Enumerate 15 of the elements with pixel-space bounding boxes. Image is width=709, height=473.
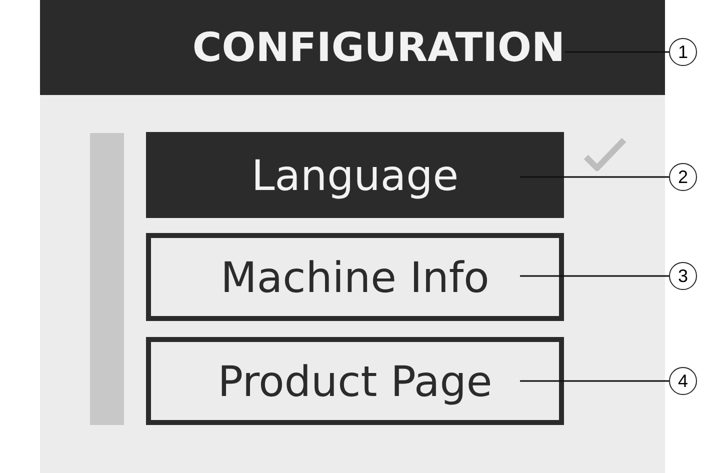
callout-number: 4 — [669, 367, 697, 395]
menu-item-selected — [146, 132, 564, 218]
leader-line — [520, 176, 669, 178]
leader-line — [520, 275, 669, 277]
screen-title: CONFIGURATION — [192, 24, 565, 70]
callout-number: 3 — [669, 262, 697, 290]
menu-label: Product Page — [218, 356, 492, 406]
leader-line — [520, 380, 669, 382]
menu-item — [146, 337, 564, 425]
menu-item — [146, 233, 564, 321]
title-bar — [40, 0, 665, 95]
menu-label: Language — [251, 150, 459, 200]
callout-number: 2 — [669, 163, 697, 191]
callout-number: 1 — [669, 38, 697, 66]
menu-label: Machine Info — [220, 252, 490, 302]
